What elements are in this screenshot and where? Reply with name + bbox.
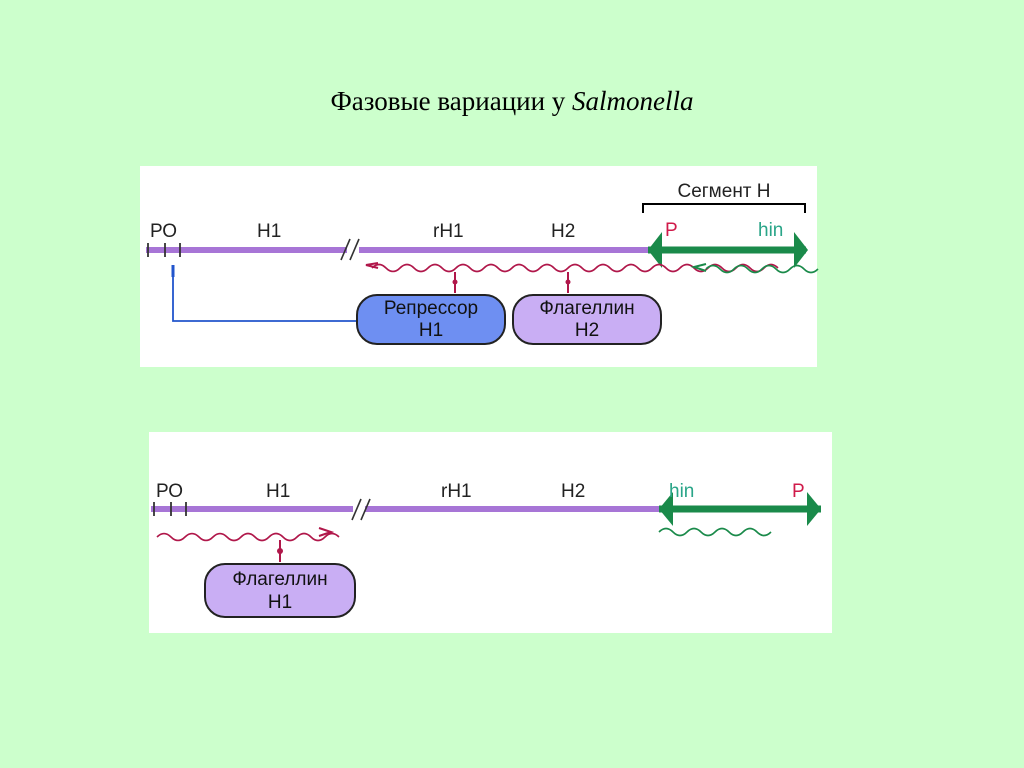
po-ticks — [147, 243, 181, 257]
flagellin-h1-line1: Флагеллин — [232, 569, 327, 590]
title-text: Фазовые вариации у — [330, 86, 573, 116]
label-rh1: rН1 — [433, 221, 464, 242]
repression-line — [172, 270, 357, 322]
segment-bracket — [642, 203, 806, 213]
mrna-hin — [705, 264, 819, 274]
dna-break-marks — [351, 498, 371, 521]
flagellin-h2-box — [512, 294, 662, 345]
diagram-phase-h1-svg: РО Н1 rН1 Н2 hin P Флагеллин Н1 — [151, 481, 821, 618]
label-po: РО — [150, 221, 177, 242]
flagellin-h2-line2: Н2 — [575, 320, 599, 341]
title-organism: Salmonella — [572, 86, 694, 116]
mrna-rh1-h2 — [371, 263, 779, 273]
label-h1: Н1 — [266, 481, 290, 502]
repressor-line1: Репрессор — [384, 298, 478, 319]
label-h1: Н1 — [257, 221, 281, 242]
po-ticks — [153, 502, 187, 516]
mrna-hin — [658, 527, 772, 537]
segment-label: Сегмент Н — [677, 181, 770, 202]
mrna-h1 — [156, 532, 340, 542]
repressor-h1-box — [356, 294, 506, 345]
segment-left-end — [648, 232, 662, 268]
segment-right-end — [794, 232, 808, 268]
diagram-phase-h2: Сегмент Н РО Н1 rН1 Н2 P hin — [140, 166, 819, 367]
label-hin: hin — [669, 481, 694, 502]
segment-left-end — [659, 492, 673, 526]
label-rh1: rН1 — [441, 481, 472, 502]
label-promoter-p: P — [792, 481, 805, 502]
label-promoter-p: P — [665, 220, 678, 241]
label-po: РО — [156, 481, 183, 502]
repressor-line2: Н1 — [419, 320, 443, 341]
segment-right-end — [807, 492, 821, 526]
page-title: Фазовые вариации у Salmonella — [0, 86, 1024, 117]
mrna-h1-arrowhead — [318, 527, 335, 537]
label-hin: hin — [758, 220, 783, 241]
flagellin-h2-line1: Флагеллин — [539, 298, 634, 319]
label-h2: Н2 — [551, 221, 575, 242]
label-h2: Н2 — [561, 481, 585, 502]
flagellin-h1-line2: Н1 — [268, 592, 292, 613]
mrna-hin-arrowhead — [690, 263, 707, 272]
mrna-arrowhead — [365, 262, 379, 269]
flagellin-h1-box — [204, 563, 356, 618]
diagram-phase-h2-svg: Сегмент Н РО Н1 rН1 Н2 P hin — [146, 181, 819, 345]
dna-break-marks — [340, 238, 360, 261]
diagram-phase-h1: РО Н1 rН1 Н2 hin P Флагеллин Н1 — [149, 432, 832, 633]
